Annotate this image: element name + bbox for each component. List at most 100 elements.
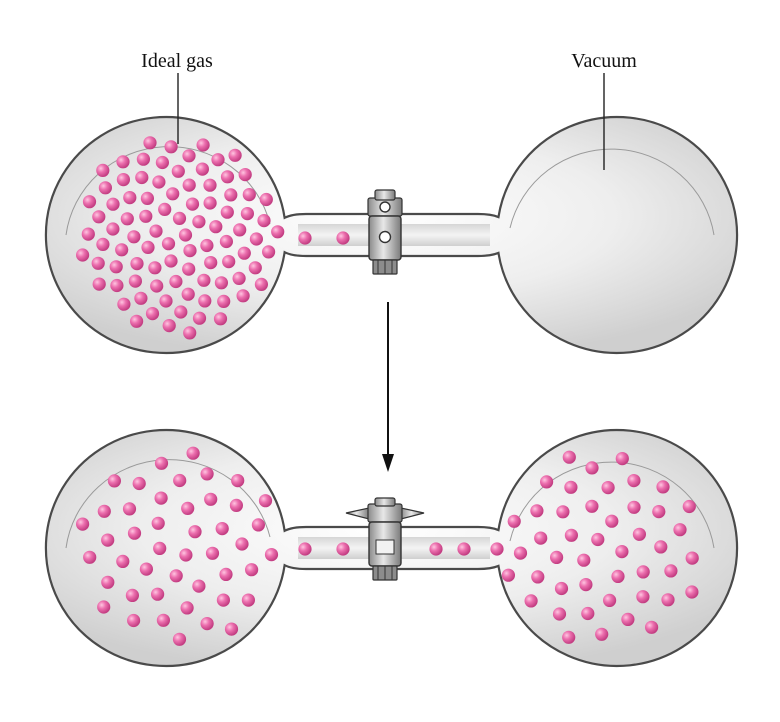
gas-molecule (169, 569, 183, 583)
gas-molecule (153, 541, 167, 556)
gas-molecule (661, 593, 675, 607)
gas-molecule (490, 542, 504, 556)
gas-molecule (182, 262, 196, 276)
gas-molecule (585, 461, 599, 475)
gas-molecule (217, 294, 231, 308)
label-vacuum: Vacuum (571, 50, 637, 72)
gas-molecule (636, 565, 650, 579)
gas-molecule (161, 237, 176, 251)
gas-molecule (562, 450, 576, 464)
gas-molecule (101, 533, 115, 547)
gas-molecule (577, 553, 591, 567)
molecules-before (76, 136, 350, 340)
gas-molecule (123, 191, 137, 205)
gas-molecule (164, 254, 178, 268)
gas-molecule (180, 601, 194, 615)
gas-molecule (134, 291, 148, 305)
gas-molecule (298, 542, 312, 556)
gas-molecule (148, 261, 162, 275)
inner-wall-left (65, 146, 271, 236)
gas-molecule (664, 564, 678, 578)
gas-molecule (120, 212, 134, 226)
gas-molecule (632, 527, 647, 541)
gas-molecule (200, 238, 214, 253)
gas-molecule (259, 192, 273, 207)
gas-molecule (145, 307, 160, 321)
gas-molecule (150, 279, 164, 293)
gas-molecule (235, 537, 249, 551)
gas-molecule (336, 231, 350, 245)
gas-molecule (182, 149, 196, 163)
gas-molecule (159, 294, 173, 308)
gas-molecule (457, 542, 471, 556)
gas-molecule (181, 501, 195, 515)
gas-molecule (654, 540, 668, 554)
gas-molecule (248, 261, 262, 275)
gas-molecule (228, 148, 242, 162)
gas-molecule (562, 630, 576, 644)
gas-molecule (245, 563, 259, 577)
gas-molecule (524, 594, 538, 608)
gas-molecule (564, 480, 578, 494)
gas-molecule (127, 230, 141, 244)
gas-molecule (336, 542, 350, 556)
gas-molecule (101, 575, 115, 589)
gas-molecule (216, 593, 230, 607)
gas-molecule (127, 613, 141, 628)
gas-molecule (92, 210, 106, 224)
leader-lines (177, 73, 605, 170)
molecules-after (76, 446, 699, 646)
gas-molecule (130, 257, 144, 271)
gas-molecule (169, 274, 183, 289)
gas-molecule (249, 232, 263, 246)
gas-molecule (603, 593, 617, 608)
gas-molecule (611, 569, 625, 584)
gas-molecule (122, 502, 137, 516)
gas-molecule (185, 197, 200, 211)
gas-molecule (530, 504, 544, 518)
apparatus-before: Ideal gas Vacuum (44, 50, 739, 355)
gas-molecule (550, 550, 564, 565)
gas-molecule (595, 627, 609, 641)
gas-molecule (128, 274, 142, 288)
gas-molecule (200, 467, 214, 481)
gas-molecule (172, 632, 187, 646)
label-ideal-gas: Ideal gas (141, 50, 213, 72)
gas-molecule (209, 220, 223, 234)
gas-molecule (178, 228, 193, 242)
gas-molecule (601, 481, 615, 495)
gas-molecule (183, 244, 197, 258)
gas-molecule (685, 585, 699, 599)
gas-molecule (556, 505, 570, 519)
gas-molecule (257, 214, 271, 228)
gas-molecule (164, 140, 178, 154)
gas-molecule (192, 215, 206, 229)
gas-molecule (673, 523, 687, 537)
gas-molecule (211, 153, 225, 167)
gas-molecule (627, 500, 641, 514)
gas-molecule (507, 514, 521, 528)
gas-molecule (215, 522, 229, 536)
gas-molecule (232, 271, 246, 285)
gas-molecule (156, 613, 170, 627)
gas-molecule (224, 622, 239, 636)
gas-molecule (203, 196, 217, 210)
gas-molecule (581, 606, 595, 621)
gas-molecule (219, 234, 233, 249)
gas-molecule (258, 494, 273, 508)
gas-molecule (621, 612, 635, 627)
gas-molecule (171, 164, 185, 178)
gas-molecule (196, 138, 210, 152)
gas-molecule (242, 188, 256, 202)
gas-molecule (197, 273, 211, 287)
gas-molecule (237, 246, 251, 260)
gas-molecule (531, 570, 545, 584)
gas-molecule (183, 326, 197, 340)
gas-molecule (117, 297, 131, 311)
gas-molecule (513, 546, 528, 560)
gas-molecule (188, 525, 202, 539)
gas-molecule (429, 542, 443, 556)
gas-molecule (685, 551, 699, 565)
gas-molecule (591, 532, 605, 547)
gas-molecule (92, 277, 106, 291)
